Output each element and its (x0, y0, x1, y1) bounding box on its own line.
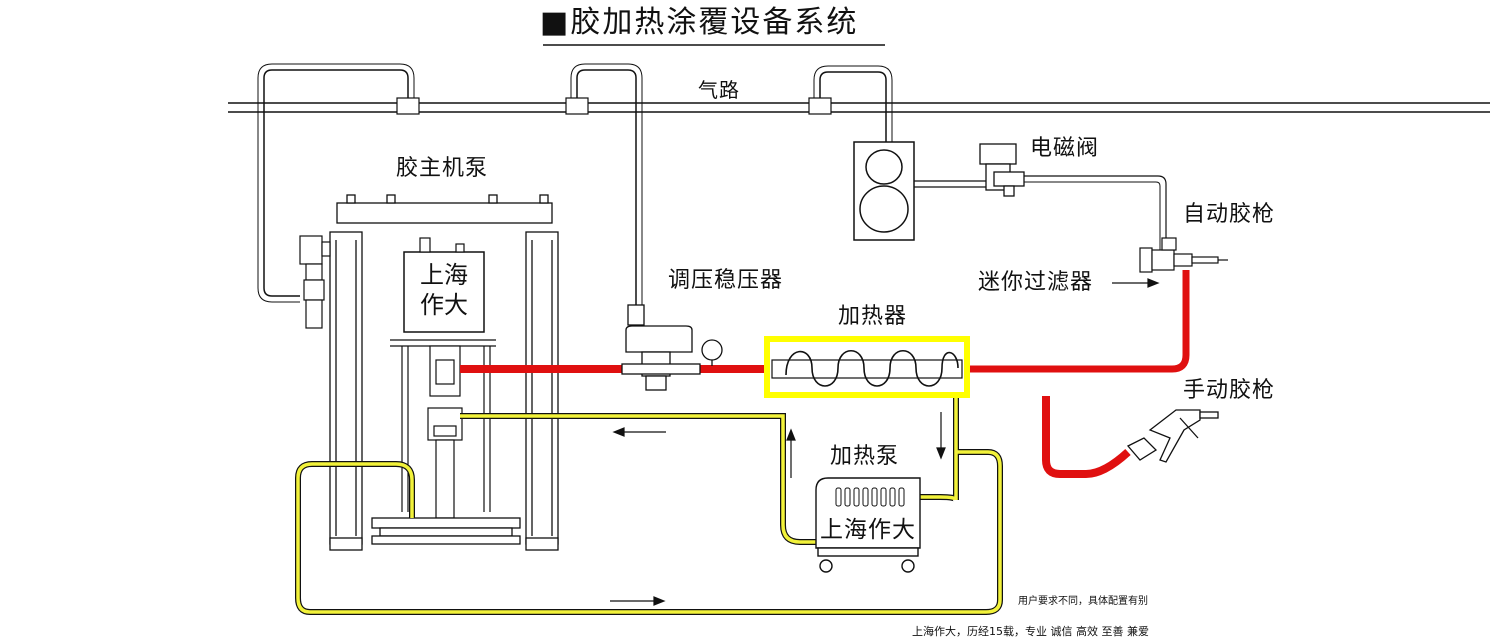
glue-barrel (390, 237, 496, 347)
filter-pointer-arrow (1112, 278, 1160, 288)
user-note: 用户要求不同，具体配置有别 (1018, 596, 1148, 607)
main-pump-brand-line1: 上海 (420, 261, 468, 289)
air-line-label: 气路 (698, 78, 740, 102)
air-branch-main-pump-outer (257, 63, 415, 303)
heat-return-loop-fill (296, 398, 1002, 614)
main-pump-brand-line2: 作大 (420, 291, 468, 319)
flow-arrow-down (936, 412, 946, 460)
air-branch-main-pump (263, 69, 409, 297)
main-pump-label: 胶主机泵 (396, 156, 489, 181)
valve-to-auto-gun-line-inner (1024, 181, 1161, 250)
pump-rod-assembly (401, 345, 491, 519)
air-controller-box (853, 141, 915, 241)
heating-pump-brand: 上海作大 (820, 517, 916, 543)
heater-label: 加热器 (838, 304, 908, 329)
solenoid-valve (979, 143, 1025, 197)
page-title: ■胶加热涂覆设备系统 (540, 5, 859, 40)
main-pump-frame (329, 194, 559, 551)
valve-to-auto-gun-line (1024, 175, 1167, 250)
flow-arrow-left (612, 427, 666, 437)
heating-pump-label: 加热泵 (830, 444, 900, 469)
auto-glue-gun (1139, 237, 1228, 273)
air-main-line (228, 102, 1490, 113)
air-branch-regulator-outer (570, 63, 643, 305)
air-tee-3 (808, 97, 832, 115)
main-pump-brand: 上海 作大 (404, 260, 484, 320)
glue-supply-line (460, 270, 1190, 373)
heating-pump-vents (835, 487, 905, 507)
solenoid-valve-label: 电磁阀 (1030, 136, 1100, 161)
flow-arrow-right (610, 596, 666, 606)
heater (764, 336, 970, 398)
main-pump-frl (299, 235, 331, 329)
air-branch-controller-outer (813, 65, 893, 142)
manual-gun-hose (1042, 396, 1131, 478)
flow-arrow-up (786, 428, 796, 478)
regulator-label: 调压稳压器 (668, 268, 784, 293)
manual-glue-gun (1126, 409, 1219, 463)
controller-to-valve-line (914, 180, 990, 188)
company-slogan: 上海作大，历经15载，专业 诚信 高效 至善 兼爱 (912, 625, 1149, 638)
mini-filter-label: 迷你过滤器 (978, 270, 1094, 295)
air-tee-2 (565, 97, 589, 115)
air-branch-controller (819, 71, 887, 142)
pressure-regulator (621, 304, 723, 391)
auto-gun-label: 自动胶枪 (1183, 202, 1276, 227)
manual-gun-label: 手动胶枪 (1183, 378, 1276, 403)
follower-plate (371, 517, 521, 545)
air-branch-regulator (576, 69, 637, 305)
air-tee-1 (396, 97, 420, 115)
